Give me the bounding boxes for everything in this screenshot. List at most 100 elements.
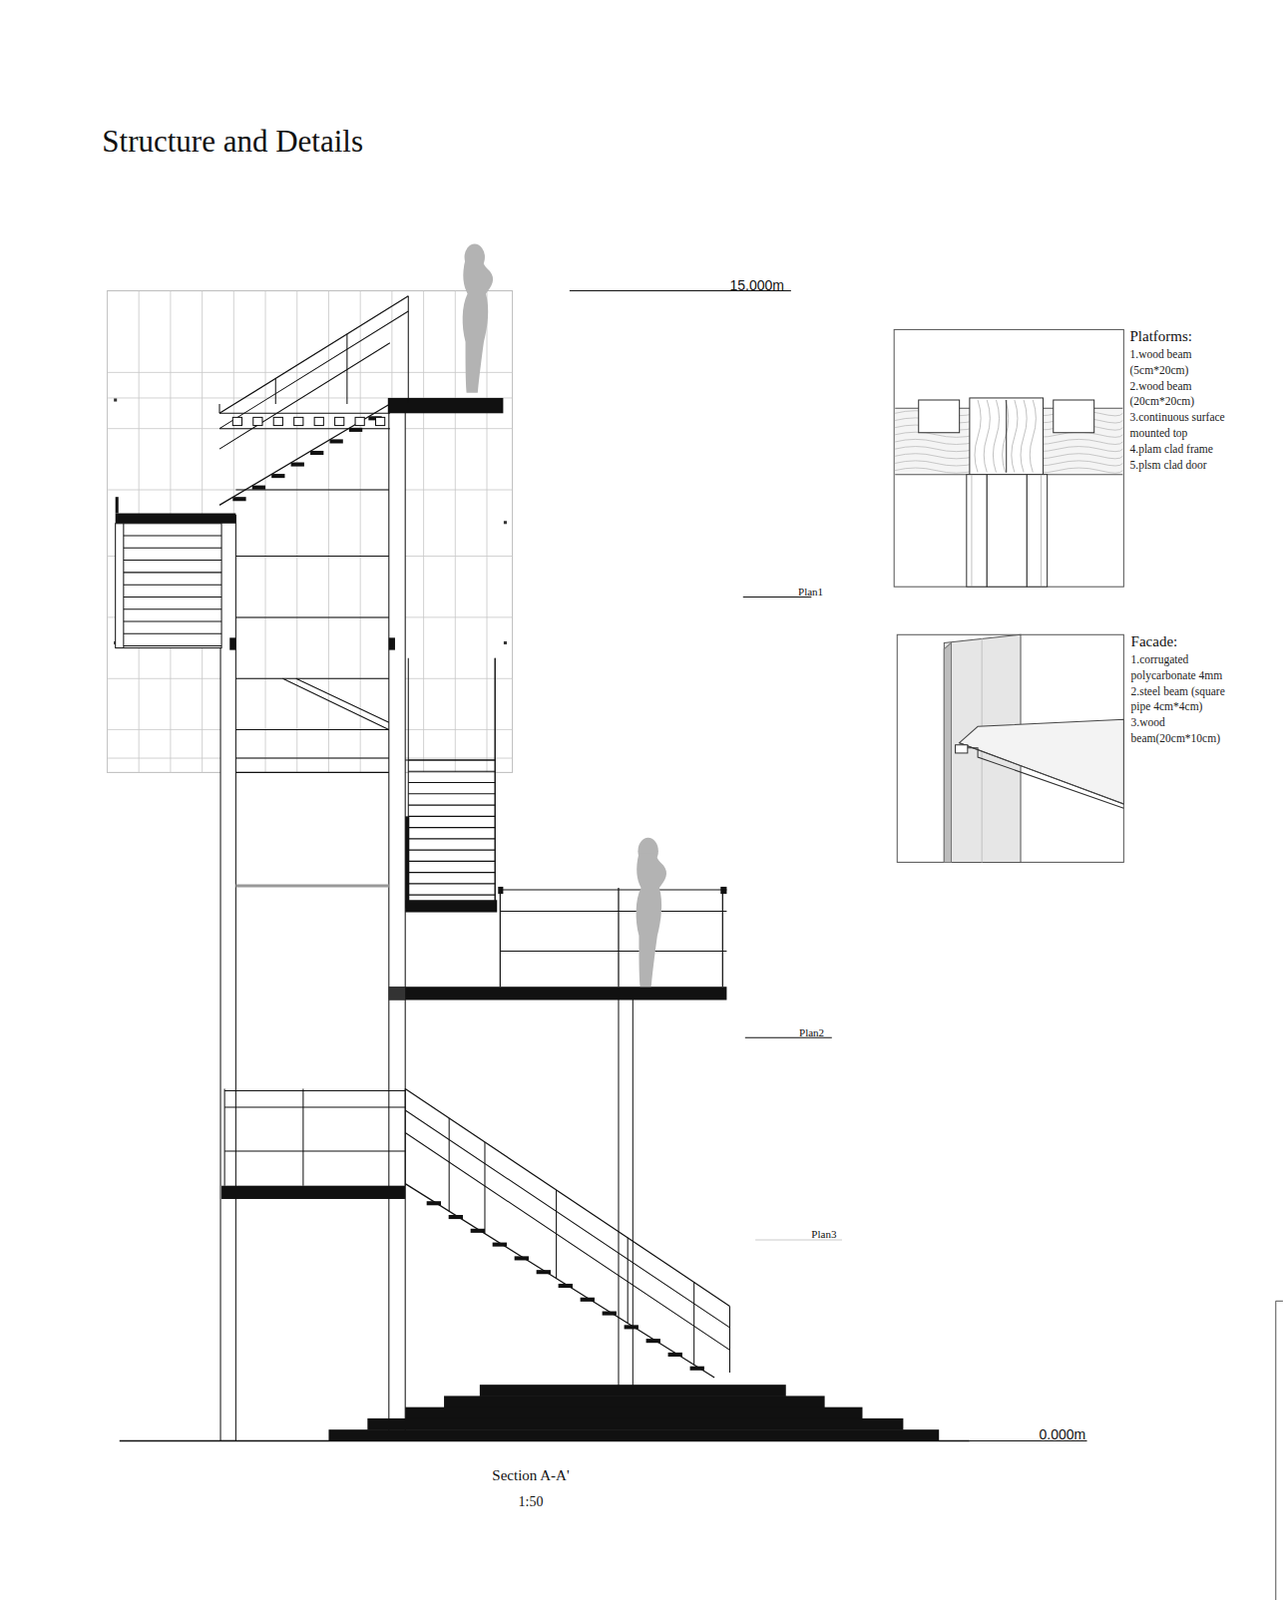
landing-box xyxy=(115,523,222,649)
platform-slab xyxy=(389,986,728,1000)
tread xyxy=(580,1297,595,1302)
note-item: 3.wood beam(20cm*10cm) xyxy=(1131,715,1230,748)
facade-outline xyxy=(106,291,512,774)
tread xyxy=(408,816,495,818)
rail-post xyxy=(302,1088,304,1186)
tread xyxy=(668,1352,683,1357)
joint xyxy=(389,637,396,650)
small-beam xyxy=(918,400,960,433)
facade-mullion xyxy=(360,291,362,774)
figure-body xyxy=(636,853,667,987)
facade-bolt xyxy=(113,398,117,402)
rail-post xyxy=(224,1088,226,1186)
tread xyxy=(690,1366,705,1371)
joist xyxy=(253,417,263,426)
facade-grid xyxy=(106,291,512,774)
joist xyxy=(294,417,304,426)
frame-post xyxy=(1026,474,1047,588)
tread xyxy=(602,1311,617,1316)
landing-slab xyxy=(405,899,497,912)
slat xyxy=(123,547,222,549)
column xyxy=(389,403,406,1441)
detail-notes: Platforms:1.wood beam (5cm*20cm)2.wood b… xyxy=(1130,327,1229,473)
rail-post xyxy=(218,404,220,414)
rail-post xyxy=(555,1190,557,1280)
stringer xyxy=(405,1184,715,1378)
scale-figure xyxy=(462,243,493,393)
facade-mullion xyxy=(106,291,108,774)
landing-slab xyxy=(115,513,237,524)
tread xyxy=(271,473,285,478)
beam xyxy=(235,884,389,886)
tread xyxy=(408,827,495,829)
facade-mullion xyxy=(423,291,425,774)
tread xyxy=(408,871,495,873)
door-panel xyxy=(986,474,1027,588)
stringer xyxy=(219,404,391,505)
level-name: Plan2 xyxy=(799,1026,825,1039)
tread xyxy=(408,850,495,852)
rail xyxy=(499,910,727,912)
joist xyxy=(232,417,242,426)
joist xyxy=(335,417,345,426)
wood-grain xyxy=(1020,400,1027,473)
beam xyxy=(235,678,389,680)
base-step xyxy=(367,1418,903,1431)
tread xyxy=(408,771,495,773)
facade-mullion xyxy=(296,291,298,774)
rail xyxy=(219,343,391,449)
steel-pipe xyxy=(955,745,968,754)
facade-bolt xyxy=(503,520,507,524)
scale-figure xyxy=(636,838,667,987)
wood-grain xyxy=(1011,400,1018,473)
post xyxy=(115,496,119,513)
beam-edge xyxy=(959,743,1125,805)
beam xyxy=(235,772,389,774)
facade-mullion xyxy=(486,291,488,774)
rail xyxy=(405,1110,730,1328)
wood-grain xyxy=(974,400,981,473)
rail-post xyxy=(346,334,348,405)
note-item: 3.continuous surface mounted top xyxy=(1130,410,1229,442)
detail-frame xyxy=(893,329,1124,587)
brace xyxy=(296,678,390,723)
structure xyxy=(115,291,1283,1600)
facade-detail xyxy=(896,634,1124,862)
wood-grain xyxy=(1040,474,1042,588)
note-item: 2.wood beam (20cm*20cm) xyxy=(1130,379,1229,412)
rail-post xyxy=(448,1118,450,1212)
tread xyxy=(646,1338,661,1343)
sheet-edge xyxy=(1275,1300,1277,1600)
tread xyxy=(514,1256,529,1261)
rail xyxy=(224,1106,406,1108)
base-step xyxy=(328,1429,939,1442)
slat xyxy=(123,596,222,598)
facade-transom xyxy=(106,758,512,760)
rail-post xyxy=(408,296,410,404)
tread xyxy=(408,782,495,784)
rail xyxy=(499,950,727,952)
beam xyxy=(219,413,391,415)
joist xyxy=(273,417,283,426)
note-heading: Facade: xyxy=(1131,632,1230,653)
beam xyxy=(219,427,391,429)
tread xyxy=(408,894,495,896)
beam xyxy=(235,883,389,887)
tread xyxy=(448,1215,463,1220)
seam xyxy=(1005,400,1007,473)
section-caption: Section A-A' xyxy=(491,1467,569,1485)
figure-body xyxy=(462,259,493,394)
scale-note: 1:50 xyxy=(518,1494,544,1511)
platform-detail xyxy=(893,329,1124,587)
tread xyxy=(470,1229,485,1234)
tread xyxy=(408,882,495,884)
sheet-title: Structure and Details xyxy=(101,123,364,160)
beam xyxy=(235,616,389,618)
detail-notes: Facade:1.corrugated polycarbonate 4mm2.s… xyxy=(1131,632,1230,748)
handrail xyxy=(219,311,409,429)
beam xyxy=(405,760,495,762)
detail-frame xyxy=(896,634,1124,862)
base-step xyxy=(405,1407,862,1420)
handrail xyxy=(224,1090,406,1092)
